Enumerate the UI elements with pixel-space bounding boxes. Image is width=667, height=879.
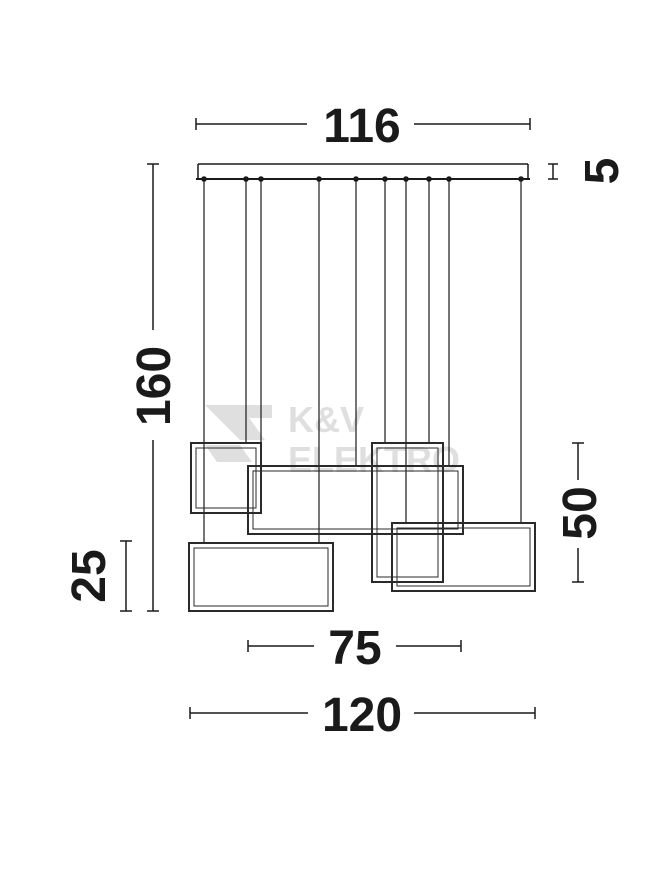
suspension-cables <box>201 176 524 543</box>
dimension-label-canopy-width: 116 <box>323 100 400 153</box>
frame-bottom-right <box>391 522 536 592</box>
frame-bottom-left <box>188 542 334 612</box>
dimension-frame-height <box>120 540 132 612</box>
frame-center-wide <box>247 465 464 535</box>
dimension-label-middle-width: 75 <box>328 622 381 675</box>
watermark-logo-icon <box>205 405 272 462</box>
dimension-tall-frame-height <box>572 442 584 583</box>
cable <box>382 176 388 443</box>
light-frames <box>188 442 536 612</box>
dimension-label-frame-height: 25 <box>63 549 116 602</box>
watermark-line-1: K&V <box>288 399 364 440</box>
watermark-line-2: ELEKTRO <box>288 439 460 480</box>
frame-top-left <box>190 442 262 514</box>
cable <box>353 176 359 466</box>
dimension-label-total-width: 120 <box>322 689 402 742</box>
dimension-label-tall-frame-height: 50 <box>554 486 607 539</box>
dimension-label-total-height: 160 <box>128 346 181 426</box>
dimension-canopy-width <box>195 118 531 130</box>
ceiling-canopy <box>196 163 530 180</box>
cable <box>258 176 264 466</box>
cable <box>446 176 452 466</box>
dimension-total-width <box>189 707 536 719</box>
cable <box>316 176 322 543</box>
frame-tall-right <box>371 442 444 583</box>
cable <box>243 176 249 443</box>
cable <box>518 176 524 523</box>
dimension-label-canopy-height: 5 <box>576 158 629 185</box>
cable <box>201 176 207 543</box>
watermark: K&V ELEKTRO <box>205 399 460 480</box>
cable <box>426 176 432 443</box>
dimension-total-height <box>147 163 159 612</box>
dimension-canopy-height <box>548 163 558 180</box>
dimension-middle-width <box>247 640 462 652</box>
